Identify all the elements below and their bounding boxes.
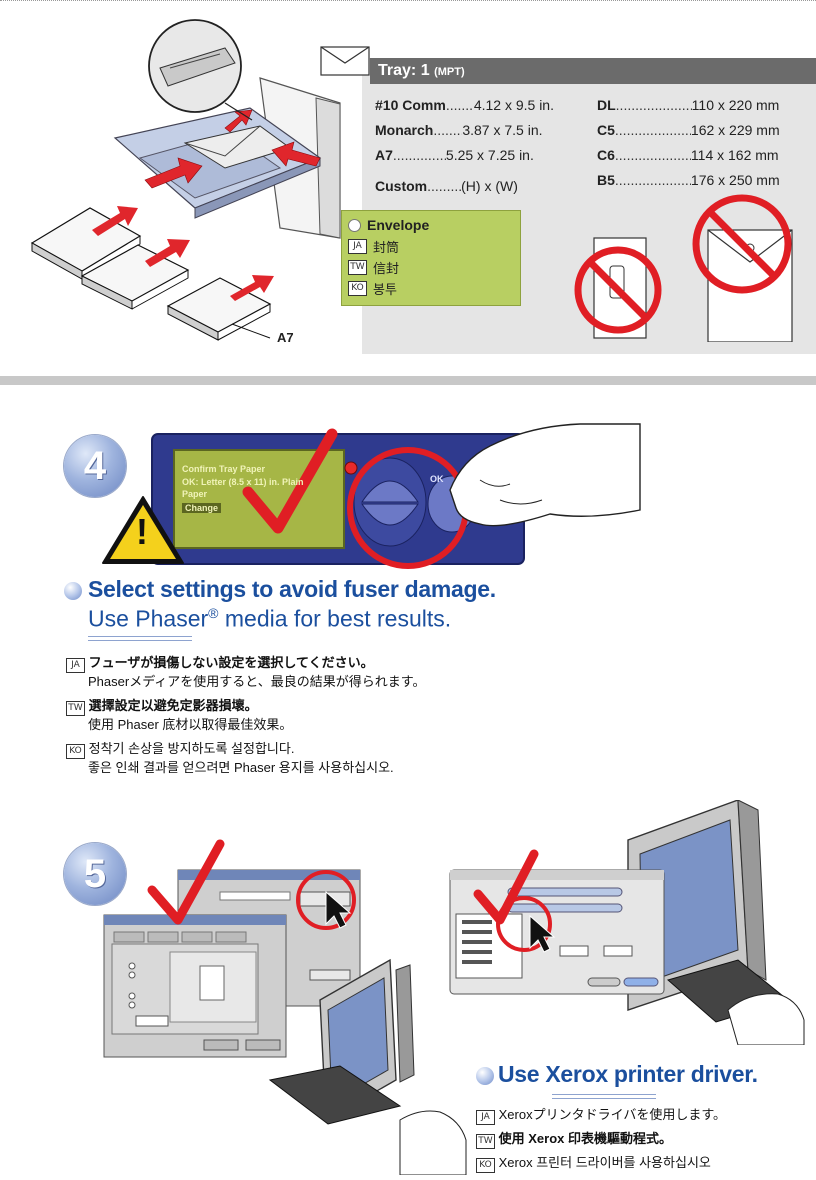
step-5-number: 5 (64, 843, 126, 905)
section-divider (0, 376, 816, 385)
tray-number: 1 (420, 62, 430, 79)
printer-control-panel (150, 420, 650, 580)
printer-tray-envelope-graphic (30, 19, 341, 341)
size-row-a7: A7..............................5.25 x 7… (375, 147, 534, 163)
step4-separator (88, 636, 192, 641)
mac-driver-graphic (449, 799, 805, 1046)
tray-sub: (MPT) (434, 66, 465, 78)
lcd-line-1: Confirm Tray Paper (182, 464, 266, 474)
envelope-en-row: Envelope (348, 217, 429, 233)
bullet-icon (476, 1067, 494, 1085)
tray-title: Tray: (378, 62, 417, 79)
step5-ko: KO Xerox 프린터 드라이버를 사용하십시오 (476, 1154, 711, 1173)
ok-label: OK (430, 474, 444, 484)
step4-subheading: Use Phaser® media for best results. (88, 605, 452, 632)
step4-heading: Select settings to avoid fuser damage. (88, 576, 496, 602)
size-row-custom: Custom......................(H) x (W) (375, 178, 518, 194)
step-4-number: 4 (64, 435, 126, 497)
step5-ja: JA Xeroxプリンタドライバを使用します。 (476, 1106, 726, 1125)
warning-icon (100, 494, 186, 566)
tray-illustration (20, 8, 360, 353)
warning-mark: ! (136, 511, 148, 552)
size-row-b5: B5..................................176 … (597, 172, 780, 188)
step4-ko: KO 정착기 손상을 방지하도록 설정합니다. 좋은 인쇄 결과를 얻으려면 P… (66, 740, 394, 777)
a7-label: A7 (277, 330, 294, 345)
mac-driver-illustration (448, 799, 810, 1046)
no-clasp-envelope-icon (678, 192, 798, 343)
lcd-line-3: Paper (182, 489, 208, 499)
bullet-icon (348, 218, 361, 232)
windows-driver-graphic (103, 839, 467, 1176)
size-row-c6: C6..................................114 … (597, 147, 779, 163)
tray-header: Tray: 1 (MPT) (370, 58, 816, 84)
control-panel-graphic (151, 423, 641, 569)
envelope-icon (320, 46, 370, 76)
step4-ja: JA フューザが損傷しない設定を選択してください。 Phaserメディアを使用す… (66, 654, 425, 691)
top-dotted-border (0, 0, 816, 1)
size-row-10comm: #10 Comm......................4.12 x 9.5… (375, 97, 554, 113)
size-row-c5: C5..................................162 … (597, 122, 780, 138)
lcd-change-button: Change (182, 503, 222, 513)
no-window-envelope-icon (570, 226, 670, 346)
step5-heading: Use Xerox printer driver. (498, 1061, 758, 1087)
step4-tw: TW 選擇設定以避免定影器損壞。 使用 Phaser 底材以取得最佳效果。 (66, 697, 292, 734)
windows-driver-illustration (100, 820, 470, 1176)
lcd-line-2: OK: Letter (8.5 x 11) in. Plain (182, 477, 304, 487)
step5-separator (552, 1094, 656, 1099)
step5-tw: TW 使用 Xerox 印表機驅動程式。 (476, 1130, 672, 1149)
size-row-dl: DL..................................110 … (597, 97, 780, 113)
bullet-icon (64, 582, 82, 600)
size-row-monarch: Monarch......................3.87 x 7.5 … (375, 122, 543, 138)
